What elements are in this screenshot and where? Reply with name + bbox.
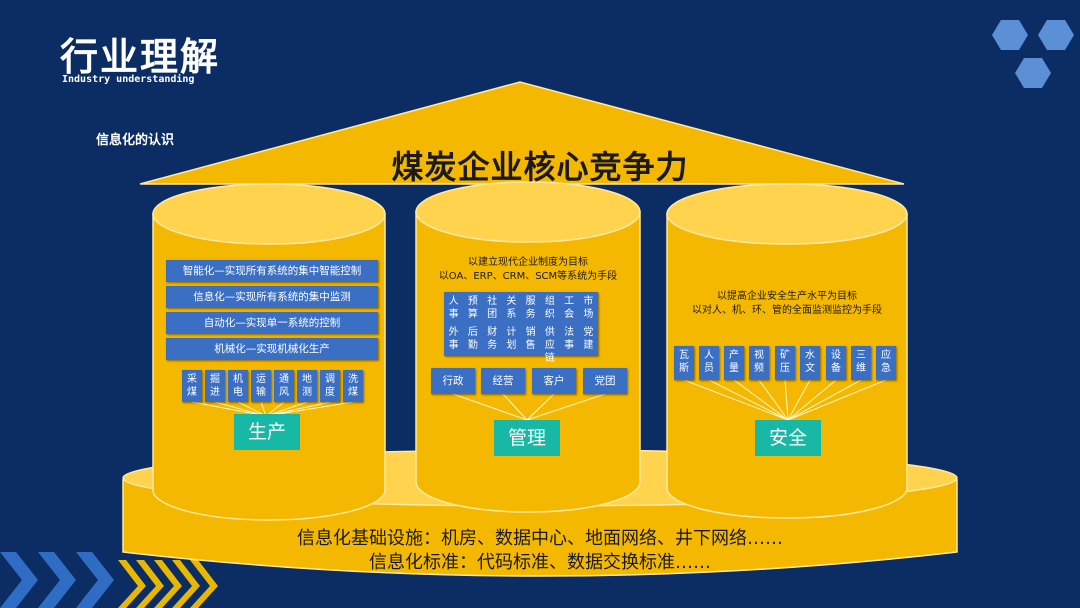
management-function: 供应链 (540, 326, 559, 365)
management-function: 党建 (579, 326, 598, 365)
production-item: 采煤 (182, 370, 202, 402)
management-area: 行政 (431, 368, 475, 394)
management-area: 党团 (583, 368, 627, 394)
management-function: 财务 (483, 326, 502, 365)
production-item: 洗煤 (343, 370, 363, 402)
safety-item: 矿压 (775, 346, 795, 380)
safety-description-1: 以提高企业安全生产水平为目标 (667, 290, 907, 304)
safety-item: 产量 (724, 346, 744, 380)
production-item: 调度 (320, 370, 340, 402)
production-level-3: 自动化—实现单一系统的控制 (166, 312, 378, 334)
management-function: 后勤 (463, 326, 482, 365)
standards-text: 信息化标准：代码标准、数据交换标准…… (0, 548, 1080, 574)
management-function: 法事 (560, 326, 579, 365)
management-description-1: 以建立现代企业制度为目标 (416, 256, 640, 270)
management-area: 经营 (481, 368, 525, 394)
production-item: 运输 (251, 370, 271, 402)
safety-item: 人员 (699, 346, 719, 380)
production-item: 掘进 (205, 370, 225, 402)
safety-item: 设备 (826, 346, 846, 380)
production-level-2: 信息化—实现所有系统的集中监测 (166, 286, 378, 308)
production-item: 机电 (228, 370, 248, 402)
safety-item: 视频 (749, 346, 769, 380)
safety-label: 安全 (755, 420, 821, 456)
production-item: 通风 (274, 370, 294, 402)
safety-description-2: 以对人、机、环、管的全面监测监控为手段 (667, 304, 907, 318)
production-level-1: 智能化—实现所有系统的集中智能控制 (166, 260, 378, 282)
management-function: 外事 (444, 326, 463, 365)
management-function: 销售 (521, 326, 540, 365)
production-level-4: 机械化—实现机械化生产 (166, 338, 378, 360)
safety-item: 三维 (851, 346, 871, 380)
management-label: 管理 (494, 420, 560, 456)
management-function: 计划 (502, 326, 521, 365)
management-area: 客户 (532, 368, 576, 394)
production-label: 生产 (234, 414, 300, 450)
safety-item: 水文 (800, 346, 820, 380)
management-description-2: 以OA、ERP、CRM、SCM等系统为手段 (416, 270, 640, 284)
safety-item: 瓦斯 (674, 346, 694, 380)
management-function-grid-row2: 外事 后勤 财务 计划 销售 供应链 法事 党建 (444, 326, 598, 356)
production-item: 地测 (297, 370, 317, 402)
safety-item: 应急 (876, 346, 896, 380)
roof-title: 煤炭企业核心竞争力 (0, 142, 1080, 188)
infrastructure-text: 信息化基础设施：机房、数据中心、地面网络、井下网络…… (0, 524, 1080, 550)
